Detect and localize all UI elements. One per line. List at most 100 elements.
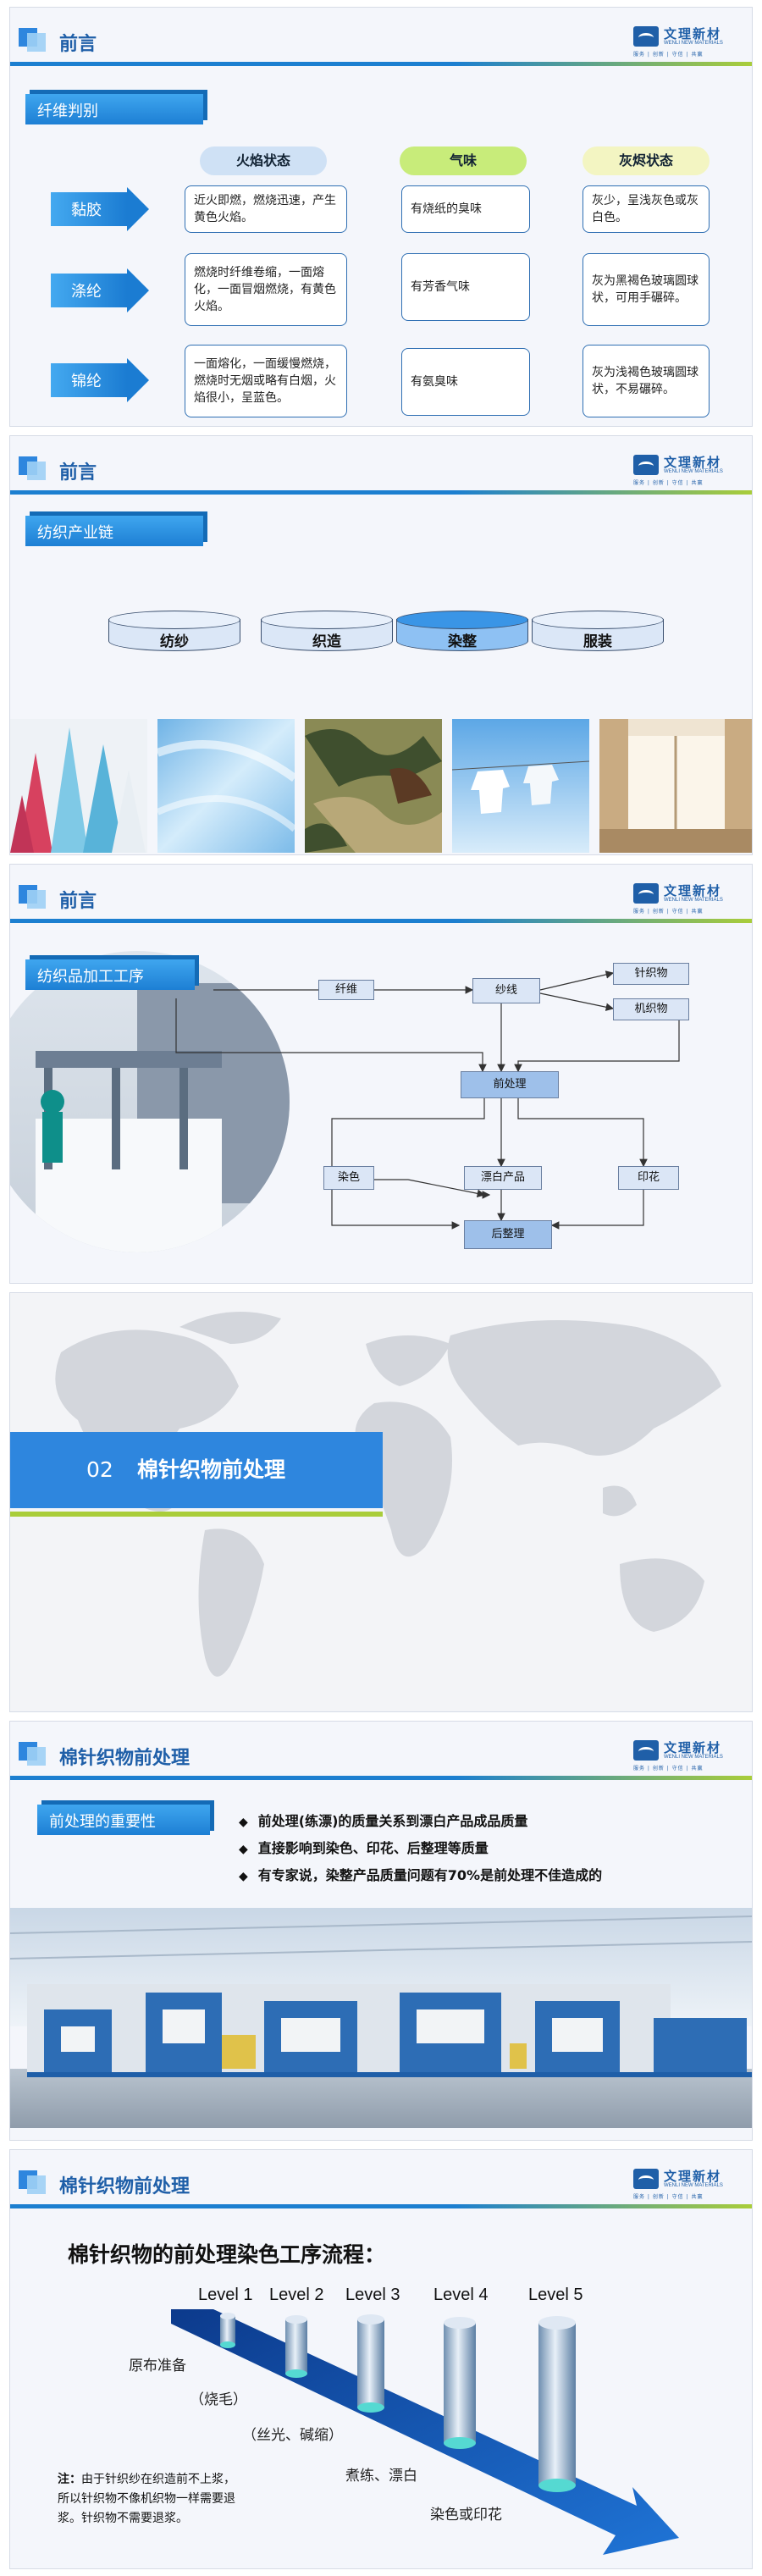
level-label: Level 3: [345, 2286, 400, 2304]
header-square-icon: [27, 1747, 46, 1766]
brand-logo: 文理新材 WENLI NEW MATERIALS 服务 | 创新 | 守信 | …: [633, 453, 742, 487]
section-label: 纤维判别: [25, 94, 203, 124]
arrow-icon: [51, 274, 127, 307]
slide-title: 前言: [59, 462, 97, 484]
arrow-tip-icon: [127, 358, 149, 402]
slide-title: 前言: [59, 891, 97, 912]
step-label: 煮练、漂白: [345, 2468, 417, 2485]
slide-header: 棉针织物前处理 文理新材 WENLI NEW MATERIALS 服务 | 创新…: [10, 2150, 752, 2208]
slide-process-flow: 棉针织物前处理 文理新材 WENLI NEW MATERIALS 服务 | 创新…: [9, 2149, 753, 2569]
column-header-flame: 火焰状态: [200, 146, 327, 175]
section-label: 纺织品加工工序: [25, 959, 195, 990]
row-label-polyester: 涤纶: [51, 268, 149, 312]
brand-name-cn: 文理新材: [664, 883, 722, 898]
brand-name-en: WENLI NEW MATERIALS: [664, 898, 723, 903]
slide-section-divider: 02 棉针织物前处理: [9, 1292, 753, 1712]
node-yarn: 纱线: [472, 978, 540, 1003]
cell-flame: 一面熔化，一面缓慢燃烧，燃烧时无烟或略有白烟，火焰很小，呈蓝色。: [185, 345, 347, 417]
brand-logo: 文理新材 WENLI NEW MATERIALS 服务 | 创新 | 守信 | …: [633, 882, 742, 915]
stage-label: 织造: [312, 633, 341, 650]
row-label-text: 涤纶: [71, 283, 102, 301]
brand-tagline: 服务 | 创新 | 守信 | 共赢: [633, 1766, 704, 1772]
slide-header: 前言 文理新材 WENLI NEW MATERIALS 服务 | 创新 | 守信…: [10, 865, 752, 923]
header-rule: [10, 62, 752, 66]
step-label: 染色或印花: [430, 2507, 502, 2523]
arrow-tip-icon: [127, 268, 149, 312]
cell-smell: 有氨臭味: [401, 348, 530, 416]
stage-spinning: 纺纱: [108, 611, 240, 656]
brand-logo: 文理新材 WENLI NEW MATERIALS 服务 | 创新 | 守信 | …: [633, 1739, 742, 1772]
laundry-photo: [452, 719, 589, 853]
section-underline: [10, 1512, 383, 1517]
brand-name-en: WENLI NEW MATERIALS: [664, 41, 723, 46]
brand-logo: 文理新材 WENLI NEW MATERIALS 服务 | 创新 | 守信 | …: [633, 2167, 742, 2201]
stage-garment: 服装: [532, 611, 664, 656]
level-label: Level 4: [433, 2286, 489, 2304]
cell-flame: 近火即燃，燃烧迅速，产生黄色火焰。: [185, 185, 347, 233]
arrow-icon: [51, 363, 127, 397]
cell-flame: 燃烧时纤维卷缩，一面熔化，一面冒烟燃烧，有黄色火焰。: [185, 253, 347, 326]
level-label: Level 2: [269, 2286, 324, 2304]
slide-title: 前言: [59, 34, 97, 55]
cell-ash: 灰为浅褐色玻璃圆球状，不易碾碎。: [583, 345, 710, 417]
bullet-item: 有专家说，染整产品质量问题有70%是前处理不佳造成的: [239, 1864, 602, 1884]
node-bleached-product: 漂白产品: [464, 1166, 542, 1190]
cell-ash: 灰为黑褐色玻璃圆球状，可用手碾碎。: [583, 253, 710, 326]
brand-name-cn: 文理新材: [664, 2169, 722, 2184]
header-rule: [10, 919, 752, 923]
node-finishing: 后整理: [464, 1220, 552, 1249]
row-label-nylon: 锦纶: [51, 358, 149, 402]
node-dyeing: 染色: [323, 1166, 374, 1190]
level-label: Level 1: [198, 2286, 253, 2304]
section-title: 棉针织物前处理: [137, 1457, 286, 1482]
section-label: 前处理的重要性: [37, 1805, 210, 1835]
logo-mark-icon: [633, 1740, 659, 1761]
column-header-ash: 灰烬状态: [583, 146, 710, 175]
step-label: （丝光、碱缩）: [242, 2427, 343, 2444]
node-fiber: 纤维: [318, 980, 374, 1000]
step-label: （烧毛）: [190, 2391, 247, 2408]
brand-tagline: 服务 | 创新 | 守信 | 共赢: [633, 480, 704, 486]
logo-mark-icon: [633, 455, 659, 475]
row-label-text: 黏胶: [71, 202, 102, 219]
stage-label: 染整: [448, 633, 477, 650]
slide-title: 棉针织物前处理: [59, 1748, 190, 1769]
slide-processing-steps: 前言 文理新材 WENLI NEW MATERIALS 服务 | 创新 | 守信…: [9, 864, 753, 1284]
stage-dyeing-finishing: 染整: [396, 611, 528, 656]
note-block: 注：由于针织纱在织造前不上浆，所以针织物不像机织物一样需要退浆。针织物不需要退浆…: [58, 2470, 235, 2529]
flow-heading: 棉针织物的前处理染色工序流程：: [68, 2242, 386, 2267]
camouflage-fabric-photo: [305, 719, 442, 853]
arrow-icon: [51, 192, 127, 226]
logo-mark-icon: [633, 26, 659, 47]
brand-tagline: 服务 | 创新 | 守信 | 共赢: [633, 2194, 704, 2200]
world-map-background: [55, 1312, 721, 1677]
node-woven-fabric: 机织物: [613, 998, 689, 1020]
arrow-tip-icon: [127, 187, 149, 231]
slide-header: 前言 文理新材 WENLI NEW MATERIALS 服务 | 创新 | 守信…: [10, 436, 752, 495]
brand-tagline: 服务 | 创新 | 守信 | 共赢: [633, 909, 704, 915]
brand-logo: 文理新材 WENLI NEW MATERIALS 服务 | 创新 | 守信 | …: [633, 25, 742, 58]
row-label-text: 锦纶: [71, 373, 102, 390]
yarn-cones-photo: [10, 719, 147, 853]
section-label: 纺织产业链: [25, 516, 203, 546]
row-label-viscose: 黏胶: [51, 187, 149, 231]
logo-mark-icon: [633, 883, 659, 904]
process-flow-arrows: [175, 970, 680, 1230]
header-square-icon: [27, 890, 46, 909]
slide-header: 前言 文理新材 WENLI NEW MATERIALS 服务 | 创新 | 守信…: [10, 8, 752, 66]
brand-name-en: WENLI NEW MATERIALS: [664, 2183, 723, 2188]
slide-header: 棉针织物前处理 文理新材 WENLI NEW MATERIALS 服务 | 创新…: [10, 1722, 752, 1780]
header-square-icon: [27, 33, 46, 52]
section-title-bar: 02 棉针织物前处理: [10, 1432, 383, 1508]
brand-name-cn: 文理新材: [664, 26, 722, 41]
node-pretreatment: 前处理: [461, 1071, 559, 1098]
header-rule: [10, 490, 752, 495]
brand-name-cn: 文理新材: [664, 1740, 722, 1755]
logo-mark-icon: [633, 2169, 659, 2189]
bullet-item: 前处理(练漂)的质量关系到漂白产品成品质量: [239, 1810, 528, 1830]
cell-ash: 灰少，呈浅灰色或灰白色。: [583, 185, 710, 233]
note-text: 由于针织纱在织造前不上浆，所以针织物不像机织物一样需要退浆。针织物不需要退浆。: [58, 2473, 235, 2525]
header-rule: [10, 1776, 752, 1780]
slide-title: 棉针织物前处理: [59, 2176, 190, 2197]
node-printing: 印花: [618, 1166, 679, 1190]
